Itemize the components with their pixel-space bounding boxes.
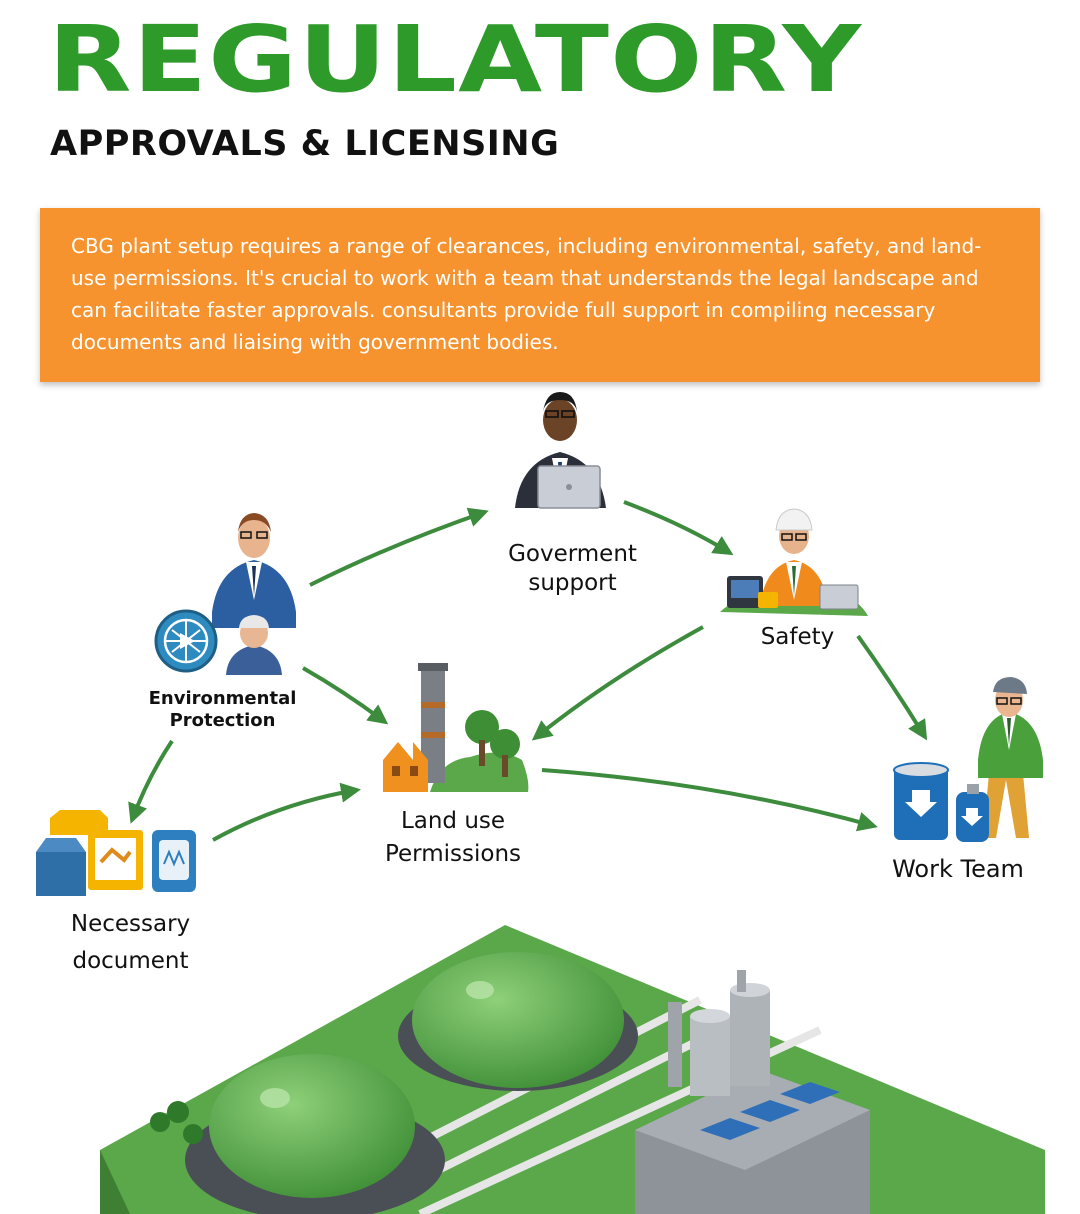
government-label-line2: support [528,570,617,596]
factory-trees-icon [383,663,529,792]
land-use-label-line2: Permissions [384,841,522,867]
government-label-line1: Goverment [508,541,637,567]
cbg-plant-illustration [100,925,1045,1214]
info-box: CBG plant setup requires a range of clea… [40,208,1040,382]
arrow-land-to-work [541,768,878,832]
documents-icon [36,810,196,896]
node-label-work-team: Work Team [892,855,1024,883]
flow-arrows [128,500,928,842]
arrow-docs-to-land [212,782,361,842]
node-label-land-use: Land use Permissions [368,805,538,871]
page-subtitle: APPROVALS & LICENSING [50,124,560,164]
arrow-env-to-docs [128,739,174,824]
arrow-safety-to-work [856,634,928,741]
node-label-environmental: Environmental Protection [140,688,305,732]
consultant-laptop-icon [515,392,606,509]
node-label-government: Goverment support [480,540,665,598]
environmental-label-line1: Environmental [148,688,297,709]
environment-officers-icon [154,513,296,675]
info-text: CBG plant setup requires a range of clea… [71,234,982,354]
land-use-label-line1: Land use [400,808,506,834]
safety-engineer-icon [720,508,868,616]
node-label-documents: Necessary document [48,906,213,980]
arrow-env-to-gov [309,507,489,587]
documents-label-line1: Necessary [70,911,191,937]
arrow-gov-to-safety [623,500,734,556]
page-title: REGULATORY [48,6,863,113]
arrow-env-to-land [302,666,389,725]
documents-label-line2: document [72,948,189,974]
node-label-safety: Safety [760,624,835,650]
environmental-label-line2: Protection [169,710,276,731]
arrow-safety-to-land [531,625,704,741]
worker-gas-cylinders-icon [893,677,1043,842]
